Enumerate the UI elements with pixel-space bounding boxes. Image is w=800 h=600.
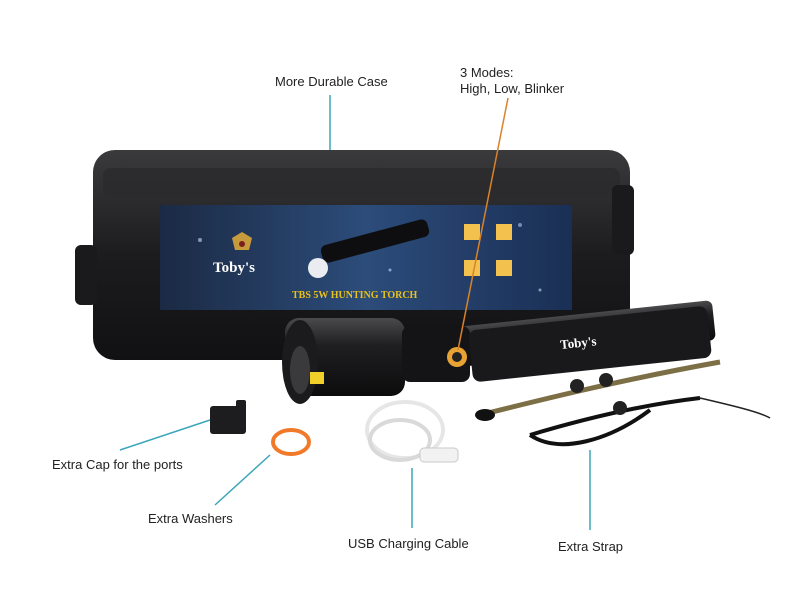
extra-cap xyxy=(210,400,246,434)
label-durable-case: More Durable Case xyxy=(275,74,388,89)
crest-icon xyxy=(232,232,252,250)
callout-line-washers xyxy=(214,454,271,506)
case-latch-right xyxy=(612,185,634,255)
box-art-window xyxy=(160,205,572,310)
hard-case: Toby's TBS 5W HUNTING TORCH xyxy=(75,150,634,360)
callout-line-modes xyxy=(457,97,509,351)
flashlight-brand: Toby's xyxy=(559,333,597,352)
case-brand: Toby's xyxy=(213,260,255,276)
label-usb-cable: USB Charging Cable xyxy=(348,536,469,551)
label-extra-cap: Extra Cap for the ports xyxy=(52,457,183,472)
case-hinge-left xyxy=(75,245,97,305)
box-title: TBS 5W HUNTING TORCH xyxy=(292,290,418,301)
label-extra-washers: Extra Washers xyxy=(148,511,233,526)
label-modes-list: High, Low, Blinker xyxy=(460,81,565,96)
box-flashlight-image xyxy=(308,219,430,278)
label-extra-strap: Extra Strap xyxy=(558,539,624,554)
feature-icons xyxy=(464,224,512,276)
usb-cable xyxy=(365,400,459,463)
washer-ring xyxy=(271,428,311,456)
flashlight: Toby's xyxy=(282,300,716,404)
callout-line-cap xyxy=(119,419,211,451)
lanyard-strap xyxy=(475,359,771,447)
label-modes-title: 3 Modes: xyxy=(460,65,514,80)
